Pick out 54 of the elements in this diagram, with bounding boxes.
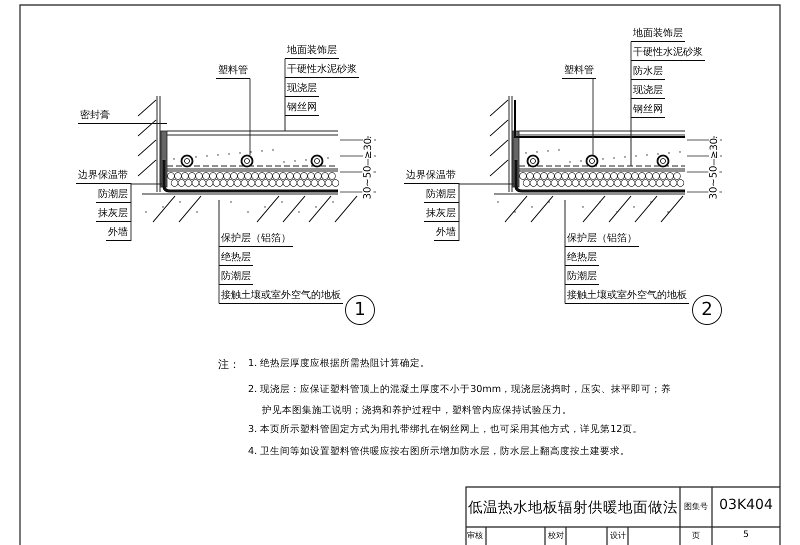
- callout-label: 防潮层: [219, 269, 253, 285]
- callout-label: 接触土壤或室外空气的地板: [565, 288, 689, 304]
- callout-label: 保护层（铝箔）: [219, 231, 293, 247]
- floor-section-drawing: [138, 96, 358, 222]
- page-number: 5: [742, 530, 750, 540]
- callout-label: 防潮层: [424, 187, 458, 203]
- field-label: 页: [691, 530, 701, 541]
- dimension-text: ≥30: [362, 137, 374, 159]
- callout-label: 边界保温带: [76, 168, 130, 184]
- field-label: 图集号: [683, 501, 709, 512]
- leader-line: [564, 200, 566, 304]
- field-label: 校对: [548, 530, 564, 541]
- title-text: 低温热水地板辐射供暖地面做法: [468, 499, 678, 517]
- callout-label: 抹灰层: [424, 206, 458, 222]
- detail-number: 1: [345, 295, 375, 325]
- callout-label: 干硬性水泥砂浆: [285, 62, 359, 78]
- callout-label: 边界保温带: [404, 168, 458, 184]
- callout-label: 绝热层: [219, 250, 253, 266]
- callout-label: 保护层（铝箔）: [565, 231, 639, 247]
- leader-line: [592, 78, 596, 156]
- callout-label: 防水层: [631, 64, 665, 80]
- field-label: 审核: [467, 530, 483, 541]
- leader-line: [458, 184, 514, 241]
- callout-label: 外墙: [106, 225, 130, 241]
- note-heading: 注：: [218, 357, 240, 372]
- leader-line: [284, 115, 286, 132]
- callout-label: 现浇层: [285, 81, 319, 97]
- callout-label: 塑料管: [216, 63, 250, 79]
- callout-label: 地面装饰层: [285, 43, 339, 59]
- floor-section-drawing: [490, 96, 686, 222]
- leader-line: [218, 200, 220, 304]
- field-label: 设计: [610, 530, 626, 541]
- callout-label: 塑料管: [562, 63, 596, 79]
- callout-label: 外墙: [434, 225, 458, 241]
- note-text: 3. 本页所示塑料管固定方式为用扎带绑扎在钢丝网上，也可采用其他方式，详见第12页。: [248, 423, 642, 436]
- dimension-text: 30~50: [362, 165, 374, 199]
- callout-label: 绝热层: [565, 250, 599, 266]
- callout-label: 防潮层: [565, 269, 599, 285]
- detail-number: 2: [692, 295, 722, 325]
- callout-label: 接触土壤或室外空气的地板: [219, 288, 343, 304]
- leader-line: [130, 184, 162, 241]
- dimension-text: 30~50: [708, 165, 720, 199]
- note-text: 2. 现浇层：应保证塑料管顶上的混凝土厚度不小于30mm，现浇层浇捣时，压实、抹平即可；养护见本图集施工说明；浇捣和养护过程中，塑料管内应保持试验压力。: [248, 383, 672, 418]
- note-text: 1. 绝热层厚度应根据所需热阻计算确定。: [248, 357, 430, 370]
- callout-label: 现浇层: [631, 83, 665, 99]
- callout-label: 防潮层: [96, 187, 130, 203]
- callout-label: 密封膏: [78, 108, 112, 124]
- callout-label: 地面装饰层: [631, 26, 685, 42]
- callout-label: 干硬性水泥砂浆: [631, 45, 705, 61]
- callout-label: 抹灰层: [96, 206, 130, 222]
- leader-line: [112, 123, 168, 124]
- drawing-number: 03K404: [718, 497, 774, 513]
- dimension-text: ≥30: [708, 137, 720, 159]
- note-text: 4. 卫生间等如设置塑料管供暖应按右图所示增加防水层，防水层上翻高度按土建要求。: [248, 445, 630, 458]
